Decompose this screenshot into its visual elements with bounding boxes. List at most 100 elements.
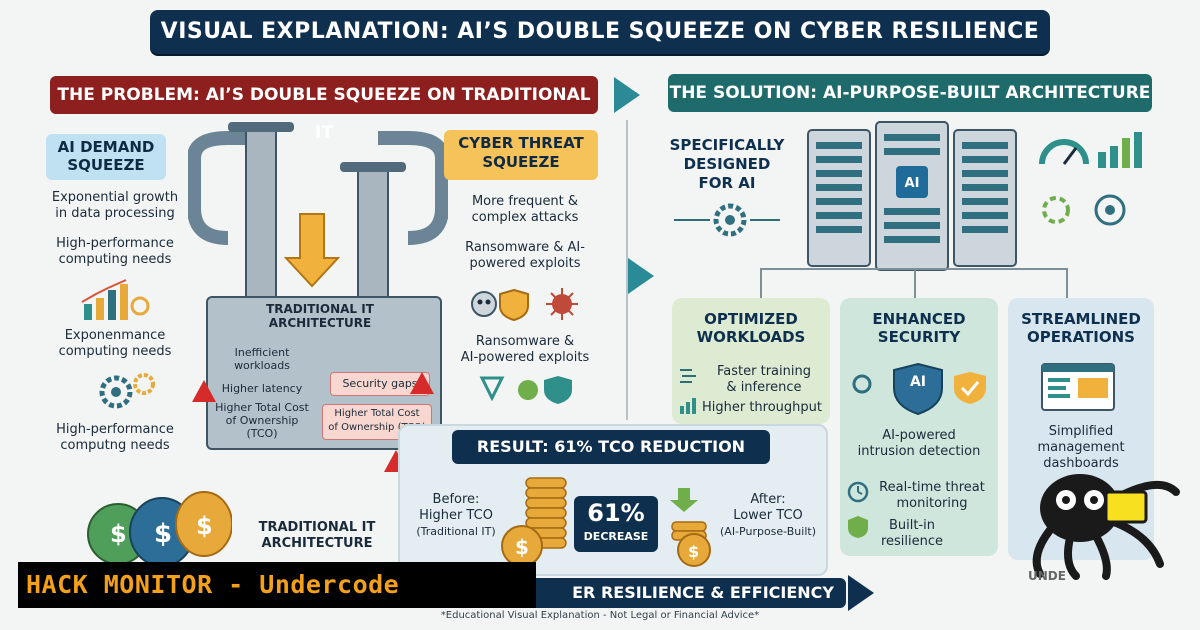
connector-line <box>760 268 762 298</box>
hack-monitor-overlay: HACK MONITOR - Undercode <box>18 562 536 608</box>
cyber-threat-item-2: Ransomware & AI- powered exploits <box>452 240 598 272</box>
ai-demand-item-4-line-1: High-performance <box>56 422 174 437</box>
cyber-item-2-line-1: Ransomware & AI- <box>465 240 585 255</box>
solution-banner: THE SOLUTION: AI-PURPOSE-BUILT ARCHITECT… <box>668 74 1152 112</box>
box-left-line-3: Higher latency <box>221 382 303 395</box>
overlay-label: HACK MONITOR - Undercode <box>26 570 400 599</box>
ai-demand-item-3-line-1: Exponenmance <box>64 328 166 343</box>
box-left-line-4: Higher Total Cost <box>215 401 309 414</box>
specifically-designed-label: SPECIFICALLY DESIGNED FOR AI <box>668 136 786 193</box>
money-bags-icon: $ $ $ <box>87 491 232 567</box>
gear-circuit-icon <box>674 203 780 237</box>
card-2-title-line-1: ENHANCED <box>872 310 966 328</box>
arrow-right-icon <box>614 77 640 113</box>
problem-banner-label: THE PROBLEM: AI’S DOUBLE SQUEEZE ON TRAD… <box>57 85 591 143</box>
before-line-1: Before: <box>432 492 480 507</box>
octopus-hacker-logo: UNDE <box>1028 474 1180 580</box>
card-1-title: OPTIMIZED WORKLOADS <box>672 310 830 346</box>
card-3-line-3: dashboards <box>1043 456 1119 471</box>
ai-demand-item-3-line-2: computing needs <box>58 344 172 359</box>
card-2-title-line-2: SECURITY <box>877 328 961 346</box>
card-3-title-line-2: OPERATIONS <box>1027 328 1135 346</box>
card-1-line-3: Higher throughput <box>701 400 823 415</box>
card-2-line-a: AI-powered intrusion detection <box>846 428 992 460</box>
card-1-line-a: Faster training & inference <box>700 364 828 396</box>
warning-icon <box>410 372 434 394</box>
rack-ai-badge: AI <box>904 176 920 191</box>
problem-banner: THE PROBLEM: AI’S DOUBLE SQUEEZE ON TRAD… <box>50 76 598 143</box>
ai-demand-item-4: High-performance computng needs <box>40 422 190 454</box>
connector-line <box>1066 268 1068 298</box>
shield-bug-icons <box>479 376 572 404</box>
lower-cost-icon: $ <box>670 488 711 567</box>
growth-chart-icon <box>81 279 150 320</box>
gears-icon <box>99 373 155 409</box>
svg-text:$: $ <box>110 520 127 548</box>
card-3-title: STREAMLINED OPERATIONS <box>1008 310 1154 346</box>
decrease-percent: 61% <box>587 499 645 527</box>
card-2-line-1: AI-powered <box>882 428 956 443</box>
svg-text:$: $ <box>154 519 172 549</box>
connector-line <box>914 268 916 298</box>
cyber-threat-item-1: More frequent & complex attacks <box>452 194 598 226</box>
cyber-item-1-line-2: complex attacks <box>471 210 579 225</box>
cyber-item-3-line-1: Ransomware & <box>475 334 575 349</box>
ai-demand-item-2-line-1: High-performance <box>56 236 174 251</box>
card-3-line-1: Simplified <box>1048 424 1114 439</box>
arrow-right-icon <box>848 575 874 611</box>
box-title-line-2: ARCHITECTURE <box>268 316 372 330</box>
ai-demand-item-1-line-2: in data processing <box>55 206 175 221</box>
cyber-threat-label-line-2: SQUEEZE <box>482 153 560 171</box>
watermark-text: UNDE <box>1028 569 1066 580</box>
svg-text:$: $ <box>688 542 699 561</box>
result-banner-label: RESULT: 61% TCO REDUCTION <box>476 437 746 456</box>
ai-demand-item-1: Exponential growth in data processing <box>40 190 190 222</box>
dashboard-icon <box>1041 363 1115 411</box>
decrease-badge: 61% DECREASE <box>574 496 658 552</box>
card-1-line-1: Faster training <box>717 364 811 379</box>
ai-demand-label-line-1: AI DEMAND <box>57 138 155 156</box>
base-label-line-2: ARCHITECTURE <box>261 536 373 551</box>
after-line-1: After: <box>750 492 786 507</box>
card-2-line-5: Built-in <box>888 518 936 533</box>
page-title: VISUAL EXPLANATION: AI’S DOUBLE SQUEEZE … <box>160 19 1040 44</box>
traditional-it-base-label: TRADITIONAL IT ARCHITECTURE <box>252 520 382 552</box>
security-ai-badge: AI <box>909 374 927 390</box>
traditional-it-box-title: TRADITIONAL IT ARCHITECTURE <box>230 302 410 330</box>
cyber-threat-label-line-1: CYBER THREAT <box>458 134 584 152</box>
cyber-threat-label: CYBER THREAT SQUEEZE <box>444 130 598 180</box>
result-after: After: Lower TCO (AI-Purpose-Built) <box>712 492 824 540</box>
solution-banner-label: THE SOLUTION: AI-PURPOSE-BUILT ARCHITECT… <box>669 83 1151 103</box>
tco-tag-text: Higher Total Cost of Ownership (TCO) <box>323 405 431 435</box>
card-1-line-2: & inference <box>726 380 802 395</box>
designed-line-2: DESIGNED <box>683 155 771 173</box>
card-optimized-workloads: OPTIMIZED WORKLOADS <box>672 298 830 424</box>
speed-icon <box>680 369 696 414</box>
title-banner: VISUAL EXPLANATION: AI’S DOUBLE SQUEEZE … <box>150 10 1050 54</box>
card-enhanced-security: ENHANCED SECURITY <box>840 298 998 556</box>
card-2-line-4: monitoring <box>896 496 968 511</box>
disclaimer-footer: *Educational Visual Explanation - Not Le… <box>440 610 760 621</box>
coin-stack-bag-icon: $ <box>501 477 567 567</box>
vertical-divider <box>626 120 628 420</box>
ai-demand-item-3: Exponenmance computing needs <box>40 328 190 360</box>
card-2-title: ENHANCED SECURITY <box>840 310 998 346</box>
cyber-item-2-line-2: powered exploits <box>469 256 581 271</box>
card-1-title-line-2: WORKLOADS <box>696 328 806 346</box>
card-2-line-b: Real-time threat monitoring <box>872 480 992 512</box>
result-banner: RESULT: 61% TCO REDUCTION <box>452 430 770 464</box>
card-3-lines: Simplified management dashboards <box>1012 424 1150 472</box>
bottom-banner: ER RESILIENCE & EFFICIENCY <box>500 578 846 608</box>
before-line-3: (Traditional IT) <box>416 525 496 538</box>
card-3-line-2: management <box>1037 440 1125 455</box>
before-line-2: Higher TCO <box>419 508 493 523</box>
ai-demand-label-line-2: SQUEEZE <box>67 156 145 174</box>
warning-icon <box>192 380 216 402</box>
tco-tag-line-1: Higher Total Cost <box>334 408 420 419</box>
server-racks-illustration <box>807 121 1017 271</box>
card-2-line-2: intrusion detection <box>857 444 981 459</box>
ai-demand-item-4-line-2: computng needs <box>60 438 170 453</box>
decrease-label: DECREASE <box>583 530 649 543</box>
box-left-panel: Inefficient workloads Higher latency Hig… <box>214 346 310 440</box>
box-left-line-5: of Ownership (TCO) <box>225 414 299 440</box>
